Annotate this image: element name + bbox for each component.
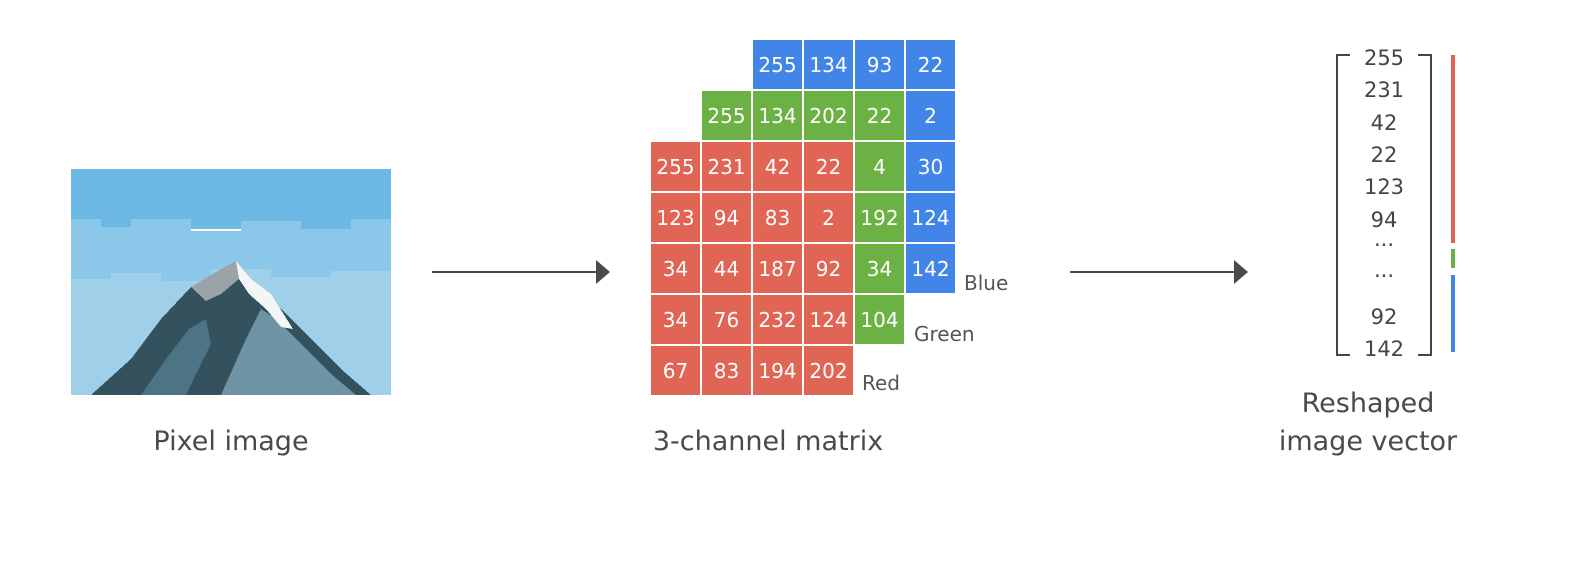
vector-value: 94 xyxy=(1370,208,1398,232)
red-cell: 83 xyxy=(753,193,802,242)
blue-cell: 2 xyxy=(906,91,955,140)
blue-cell: 22 xyxy=(906,40,955,89)
matrix-caption: 3-channel matrix xyxy=(652,426,884,457)
red-cell: 92 xyxy=(804,244,853,293)
pixel-image-caption: Pixel image xyxy=(153,426,309,457)
arrow-2-line xyxy=(1070,271,1234,273)
red-cell: 187 xyxy=(753,244,802,293)
red-cell: 34 xyxy=(651,295,700,344)
red-cell: 94 xyxy=(702,193,751,242)
green-cell: 202 xyxy=(804,91,853,140)
mountain-mid-2 xyxy=(141,319,211,395)
blue-cell: 93 xyxy=(855,40,904,89)
red-cell: 42 xyxy=(753,142,802,191)
vector-caption-line2: image vector xyxy=(1278,426,1458,457)
vector-value: 22 xyxy=(1370,143,1398,167)
arrow-2-head xyxy=(1234,260,1248,284)
red-cell: 124 xyxy=(804,295,853,344)
vector-value: 42 xyxy=(1370,111,1398,135)
red-cell: 83 xyxy=(702,346,751,395)
green-cell: 104 xyxy=(855,295,904,344)
vector-bar-red xyxy=(1451,55,1455,243)
green-cell: 192 xyxy=(855,193,904,242)
red-channel-label: Red xyxy=(862,371,900,395)
arrow-1-line xyxy=(432,271,596,273)
vector-value: 231 xyxy=(1363,78,1405,102)
sky-top xyxy=(71,169,391,229)
red-cell: 194 xyxy=(753,346,802,395)
vector-value: 92 xyxy=(1370,305,1398,329)
vector-caption-line1: Reshaped xyxy=(1301,388,1435,419)
vector-value: 255 xyxy=(1363,46,1405,70)
pixel-image xyxy=(71,169,391,395)
arrow-1-head xyxy=(596,260,610,284)
green-channel-label: Green xyxy=(914,322,975,346)
red-cell: 34 xyxy=(651,244,700,293)
red-cell: 231 xyxy=(702,142,751,191)
blue-cell: 30 xyxy=(906,142,955,191)
snow-white xyxy=(236,261,293,329)
red-cell: 232 xyxy=(753,295,802,344)
green-cell: 34 xyxy=(855,244,904,293)
red-cell: 44 xyxy=(702,244,751,293)
vector-bar-green xyxy=(1451,249,1455,268)
red-cell: 202 xyxy=(804,346,853,395)
vector-left-bracket xyxy=(1336,54,1350,356)
green-cell: 4 xyxy=(855,142,904,191)
red-cell: 123 xyxy=(651,193,700,242)
blue-cell: 142 xyxy=(906,244,955,293)
vector-value: ··· xyxy=(1373,233,1395,257)
blue-cell: 124 xyxy=(906,193,955,242)
vector-bar-blue xyxy=(1451,275,1455,352)
blue-cell: 134 xyxy=(804,40,853,89)
red-cell: 255 xyxy=(651,142,700,191)
mountain-mid xyxy=(221,309,356,395)
green-cell: 22 xyxy=(855,91,904,140)
snow-gray xyxy=(191,261,239,301)
blue-cell: 255 xyxy=(753,40,802,89)
blue-channel-label: Blue xyxy=(964,271,1009,295)
red-cell: 67 xyxy=(651,346,700,395)
vector-value: ··· xyxy=(1373,264,1395,288)
red-cell: 76 xyxy=(702,295,751,344)
vector-value: 123 xyxy=(1363,175,1405,199)
red-cell: 22 xyxy=(804,142,853,191)
green-cell: 134 xyxy=(753,91,802,140)
vector-right-bracket xyxy=(1418,54,1432,356)
green-cell: 255 xyxy=(702,91,751,140)
vector-value: 142 xyxy=(1363,337,1405,361)
red-cell: 2 xyxy=(804,193,853,242)
